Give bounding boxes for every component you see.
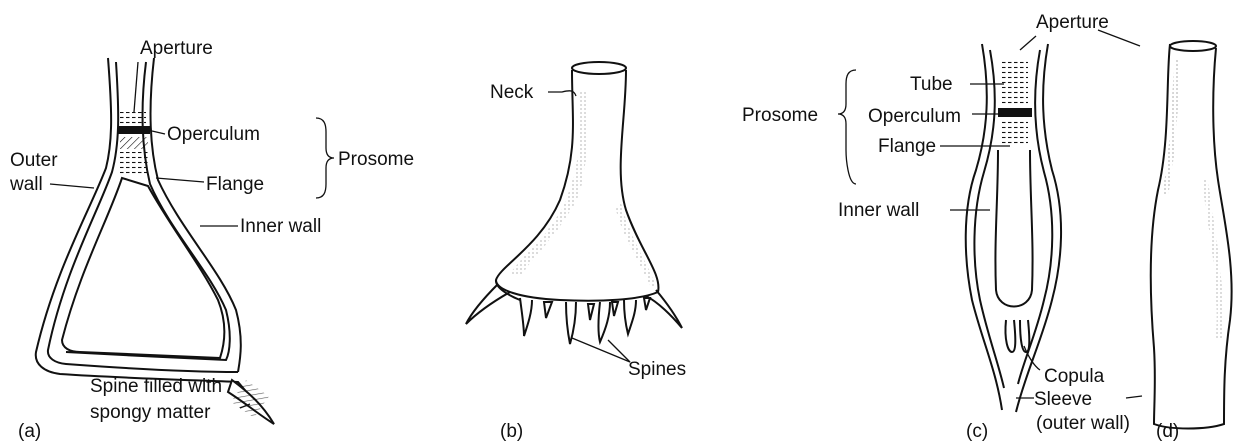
label-neck-b: Neck — [490, 82, 534, 103]
panel-d: (d) — [1151, 41, 1232, 442]
panel-c: Aperture Tube Prosome Operculum Flange I… — [742, 12, 1142, 442]
panel-c-prosome-brace — [838, 70, 856, 184]
label-sleeve-c-line1: Sleeve — [1034, 389, 1092, 410]
label-prosome-a: Prosome — [338, 149, 414, 170]
panel-a-tube-dashes — [120, 112, 146, 124]
panel-a-spine — [228, 380, 274, 424]
panel-label-c: (c) — [966, 421, 988, 442]
panel-c-inner-chamber — [995, 150, 1032, 352]
panel-a-inner-triangle — [62, 178, 224, 358]
panel-label-d: (d) — [1156, 421, 1179, 442]
panel-b: Neck Spines (b) — [466, 62, 686, 442]
label-outer-wall-a-line2: wall — [9, 174, 43, 195]
label-spine-a-line2: spongy matter — [90, 402, 211, 423]
label-spines-b: Spines — [628, 359, 686, 380]
panel-a-flange-hatch — [120, 137, 148, 149]
panel-label-a: (a) — [18, 421, 41, 442]
label-flange-a: Flange — [206, 174, 264, 195]
panel-label-b: (b) — [500, 421, 523, 442]
panel-d-vase — [1151, 41, 1232, 429]
panel-a-outer-wall-shape — [36, 58, 272, 422]
label-flange-c: Flange — [878, 136, 936, 157]
label-operculum-a: Operculum — [167, 124, 260, 145]
label-inner-wall-a: Inner wall — [240, 216, 321, 237]
label-outer-wall-a-line1: Outer — [10, 150, 58, 171]
panel-a: Aperture Operculum Outer wall Flange Pro… — [9, 38, 414, 442]
label-tube-c: Tube — [910, 74, 953, 95]
panel-a-prosome-brace — [316, 118, 334, 198]
label-inner-wall-c: Inner wall — [838, 200, 919, 221]
panel-b-spines — [466, 284, 682, 344]
panel-c-flange-dashes — [1000, 120, 1028, 144]
label-aperture-a: Aperture — [140, 38, 213, 59]
panel-a-flange-dashes — [120, 152, 148, 174]
panel-a-operculum-shape — [118, 126, 150, 134]
panel-c-operculum-shape — [998, 108, 1032, 117]
label-spine-a-line1: Spine filled with — [90, 376, 222, 397]
panel-c-tube-dashes — [1000, 60, 1028, 106]
label-aperture-c: Aperture — [1036, 12, 1109, 33]
label-prosome-c: Prosome — [742, 105, 818, 126]
label-copula-c: Copula — [1044, 366, 1105, 387]
label-sleeve-c-line2: (outer wall) — [1036, 413, 1130, 434]
label-operculum-c: Operculum — [868, 106, 961, 127]
